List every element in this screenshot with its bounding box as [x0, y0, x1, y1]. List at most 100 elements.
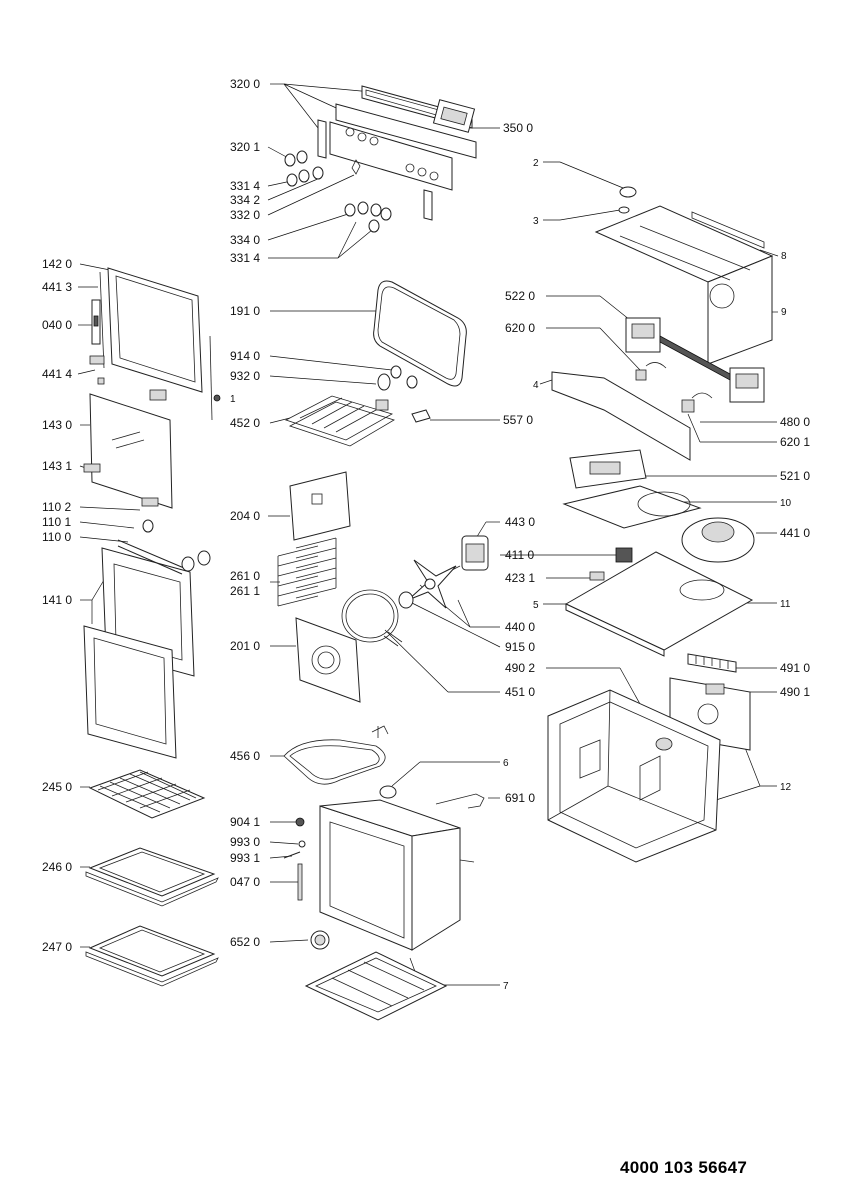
label-6: 6 [503, 758, 509, 769]
label-110-2: 110 2 [42, 500, 71, 514]
label-652-0: 652 0 [230, 935, 260, 949]
label-12: 12 [780, 782, 792, 793]
wire-harness [635, 335, 731, 413]
label-143-1: 143 1 [42, 459, 72, 473]
label-443-0: 443 0 [505, 515, 535, 529]
door-hinge [91, 299, 101, 345]
label-110-1: 110 1 [42, 515, 71, 529]
terminal-block-423 [589, 571, 605, 581]
control-panel-rear [317, 119, 433, 221]
top-cover [594, 205, 774, 365]
label-7: 7 [503, 981, 509, 992]
label-993-0: 993 0 [230, 835, 260, 849]
label-8: 8 [781, 251, 787, 262]
rear-cover-plate [289, 471, 351, 541]
label-452-0: 452 0 [230, 416, 260, 430]
oven-housing [547, 689, 721, 863]
seal-rings [618, 186, 637, 214]
cavity-bottom-panel [304, 951, 448, 1021]
label-047-0: 047 0 [230, 875, 260, 889]
label-914-0: 914 0 [230, 349, 260, 363]
electronic-board [569, 449, 647, 489]
part-labels: 320 0 350 0 320 1 331 4 334 2 332 0 334 … [42, 77, 810, 992]
oven-cavity [319, 799, 475, 951]
label-522-0: 522 0 [505, 289, 535, 303]
label-040-0: 040 0 [42, 318, 72, 332]
terminal-block-411 [615, 547, 633, 563]
label-480-0: 480 0 [780, 415, 810, 429]
label-557-0: 557 0 [503, 413, 533, 427]
label-143-0: 143 0 [42, 418, 72, 432]
label-441-3: 441 3 [42, 280, 72, 294]
label-932-0: 932 0 [230, 369, 260, 383]
label-245-0: 245 0 [42, 780, 72, 794]
label-620-0: 620 0 [505, 321, 535, 335]
control-module-480 [729, 367, 765, 403]
fan-cover-plate [295, 617, 361, 703]
grill-element [284, 365, 431, 447]
label-320-0: 320 0 [230, 77, 260, 91]
label-261-0: 261 0 [230, 569, 260, 583]
control-module-522 [625, 317, 661, 353]
label-915-0: 915 0 [505, 640, 535, 654]
fan-motor [439, 535, 489, 577]
label-320-1: 320 1 [230, 140, 260, 154]
terminal-strip [687, 653, 737, 673]
door-handle [117, 519, 211, 575]
label-456-0: 456 0 [230, 749, 260, 763]
shallow-baking-tray [85, 847, 219, 907]
label-620-1: 620 1 [780, 435, 810, 449]
label-331-4-a: 331 4 [230, 179, 260, 193]
label-11: 11 [780, 599, 791, 610]
label-904-1: 904 1 [230, 815, 260, 829]
label-201-0: 201 0 [230, 639, 260, 653]
door-seal [373, 280, 467, 387]
bracket [551, 371, 691, 461]
label-10: 10 [780, 498, 792, 509]
label-350-0: 350 0 [503, 121, 533, 135]
label-491-0: 491 0 [780, 661, 810, 675]
label-142-0: 142 0 [42, 257, 72, 271]
door-clips [83, 355, 221, 507]
control-knobs [284, 150, 392, 233]
label-521-0: 521 0 [780, 469, 810, 483]
label-204-0: 204 0 [230, 509, 260, 523]
label-334-0: 334 0 [230, 233, 260, 247]
label-110-0: 110 0 [42, 530, 71, 544]
cooling-fan-housing [562, 485, 702, 529]
base-plate [564, 551, 754, 657]
label-5: 5 [533, 600, 539, 611]
label-246-0: 246 0 [42, 860, 72, 874]
label-1: 1 [230, 394, 236, 405]
door-outer-glass [83, 547, 195, 759]
label-261-1: 261 1 [230, 584, 260, 598]
label-451-0: 451 0 [505, 685, 535, 699]
label-4: 4 [533, 380, 539, 391]
label-411-0: 411 0 [505, 548, 534, 562]
label-440-0: 440 0 [505, 620, 535, 634]
side-shelf-supports [277, 537, 337, 607]
label-191-0: 191 0 [230, 304, 260, 318]
label-334-2: 334 2 [230, 193, 260, 207]
control-panel-fascia [329, 103, 477, 191]
document-number: 4000 103 56647 [620, 1158, 748, 1177]
display-module [432, 99, 476, 133]
label-332-0: 332 0 [230, 208, 260, 222]
small-fittings [283, 817, 330, 950]
thermostat-sensor [379, 785, 485, 809]
label-441-0: 441 0 [780, 526, 810, 540]
door-inner-frame [99, 267, 213, 421]
circular-heating-element [341, 589, 403, 647]
fan-blade [407, 559, 457, 609]
label-490-1: 490 1 [780, 685, 810, 699]
label-141-0: 141 0 [42, 593, 72, 607]
label-441-4: 441 4 [42, 367, 72, 381]
cooling-fan [681, 517, 755, 563]
fan-nut [398, 591, 414, 609]
label-2: 2 [533, 158, 539, 169]
label-490-2: 490 2 [505, 661, 535, 675]
label-423-1: 423 1 [505, 571, 535, 585]
bottom-heating-element [283, 725, 389, 785]
label-9: 9 [781, 307, 787, 318]
